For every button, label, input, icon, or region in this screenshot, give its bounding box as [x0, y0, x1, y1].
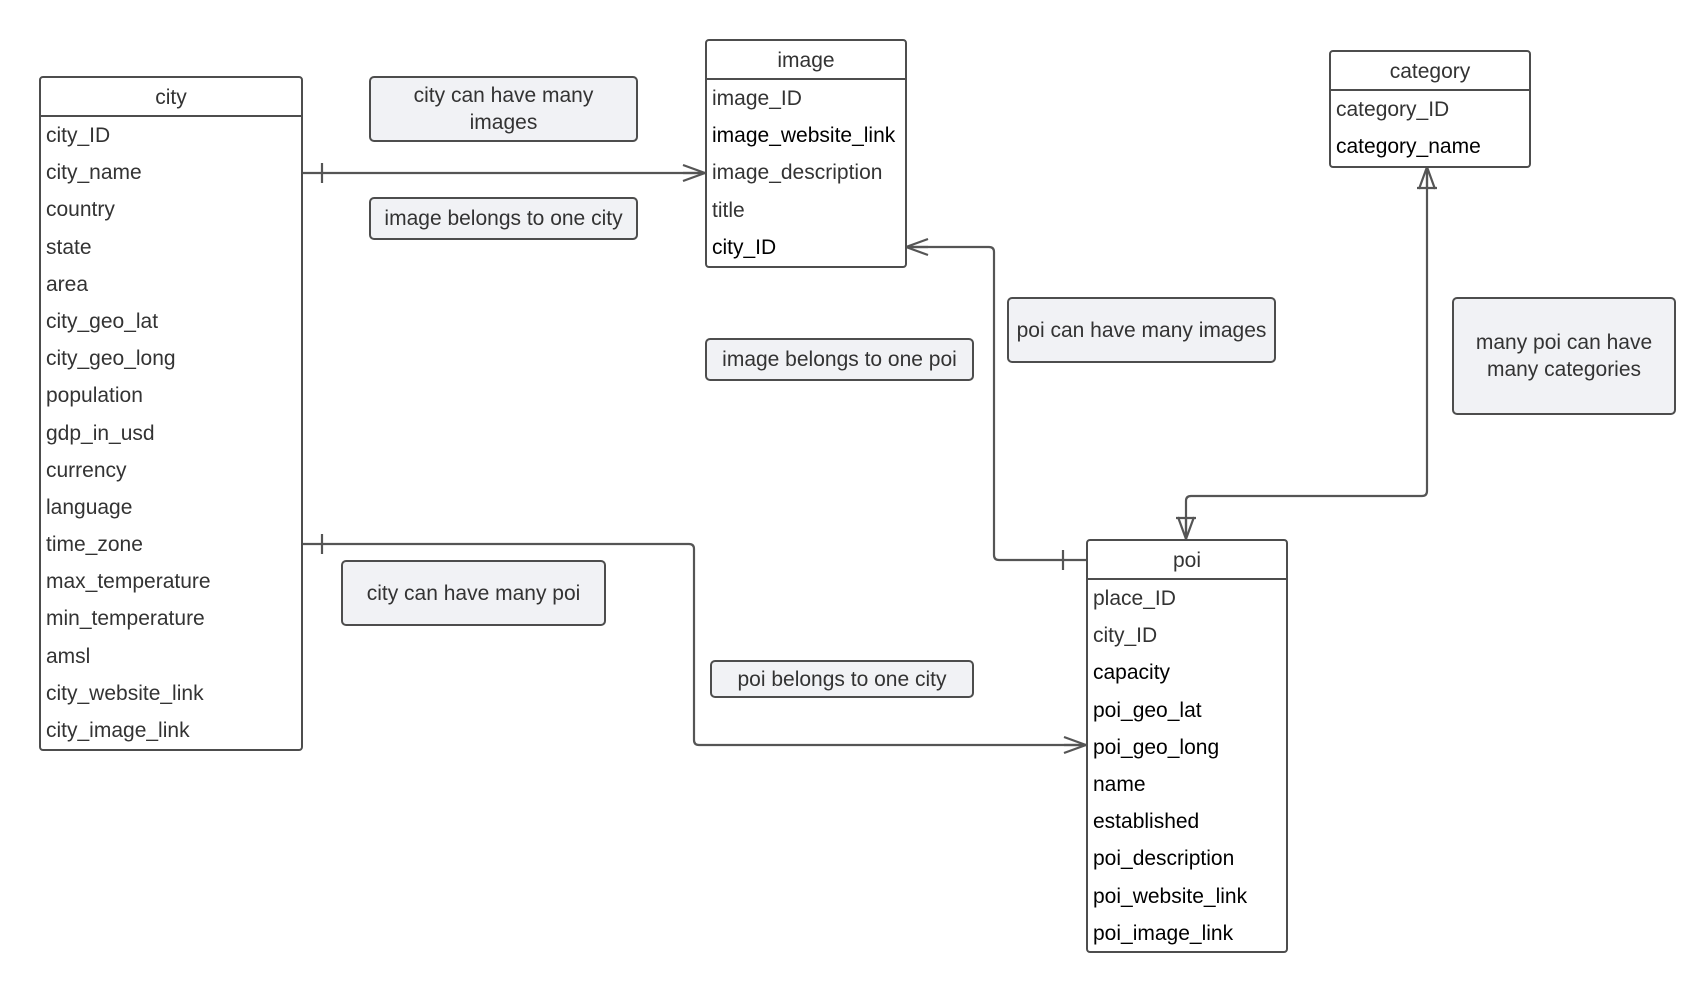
note-city-many-images[interactable]: city can have many images: [369, 76, 638, 142]
note-image-one-poi[interactable]: image belongs to one poi: [705, 338, 974, 381]
entity-city[interactable]: city city_ID city_name country state are…: [39, 76, 303, 751]
relation-city-image: [302, 163, 706, 183]
note-image-one-city[interactable]: image belongs to one city: [369, 197, 638, 240]
note-many-poi-categories[interactable]: many poi can have many categories: [1452, 297, 1676, 415]
field-city-image-link: city_image_link: [46, 719, 190, 742]
field-max-temperature: max_temperature: [46, 570, 211, 594]
note-poi-many-images[interactable]: poi can have many images: [1007, 297, 1276, 363]
field-name: name: [1093, 772, 1146, 796]
entity-image-title: image: [707, 41, 905, 80]
note-image-one-poi-text: image belongs to one poi: [722, 348, 957, 371]
field-image-website-link: image_website_link: [712, 124, 896, 148]
field-place-id: place_ID: [1093, 587, 1176, 610]
field-image-city-id: city_ID: [712, 235, 777, 259]
field-category-name: category_name: [1336, 135, 1481, 159]
field-time-zone: time_zone: [46, 533, 143, 557]
note-poi-many-images-text: poi can have many images: [1016, 318, 1267, 342]
note-city-many-poi-text: city can have many poi: [366, 581, 581, 605]
note-many-poi-categories-text: many poi can have many categories: [1475, 331, 1653, 381]
field-amsl: amsl: [46, 644, 91, 668]
field-area: area: [46, 272, 89, 296]
field-min-temperature: min_temperature: [46, 607, 205, 631]
field-poi-geo-long: poi_geo_long: [1093, 735, 1220, 759]
field-capacity: capacity: [1093, 661, 1171, 685]
relation-image-poi: [905, 237, 1086, 570]
field-city-geo-lat: city_geo_lat: [46, 309, 159, 333]
field-category-id: category_ID: [1336, 98, 1450, 121]
note-poi-one-city-text: poi belongs to one city: [737, 667, 947, 691]
field-poi-description: poi_description: [1093, 847, 1235, 871]
field-city-id: city_ID: [46, 124, 111, 147]
entity-category-title: category: [1331, 52, 1529, 91]
field-gdp-in-usd: gdp_in_usd: [46, 421, 155, 445]
field-image-id: image_ID: [712, 87, 802, 110]
note-city-many-poi[interactable]: city can have many poi: [341, 560, 606, 626]
entity-image[interactable]: image image_ID image_website_link image_…: [705, 39, 907, 268]
note-image-one-city-text: image belongs to one city: [384, 207, 623, 230]
field-title: title: [712, 198, 745, 222]
field-poi-website-link: poi_website_link: [1093, 884, 1248, 908]
entity-poi[interactable]: poi place_ID city_ID capacity poi_geo_la…: [1086, 539, 1288, 953]
note-poi-one-city[interactable]: poi belongs to one city: [710, 660, 974, 698]
field-city-website-link: city_website_link: [46, 681, 204, 705]
field-image-description: image_description: [712, 161, 883, 185]
field-poi-city-id: city_ID: [1093, 624, 1158, 648]
field-language: language: [46, 495, 133, 519]
field-currency: currency: [46, 458, 127, 482]
field-poi-image-link: poi_image_link: [1093, 921, 1234, 945]
entity-poi-title: poi: [1088, 541, 1286, 580]
field-city-name: city_name: [46, 161, 142, 185]
field-city-geo-long: city_geo_long: [46, 347, 176, 371]
entity-category[interactable]: category category_ID category_name: [1329, 50, 1531, 168]
note-city-many-images-text: city can have many images: [413, 84, 594, 134]
field-established: established: [1093, 810, 1200, 834]
entity-city-title: city: [41, 78, 301, 117]
field-country: country: [46, 198, 115, 222]
field-state: state: [46, 235, 92, 259]
field-population: population: [46, 384, 143, 408]
field-poi-geo-lat: poi_geo_lat: [1093, 698, 1202, 722]
